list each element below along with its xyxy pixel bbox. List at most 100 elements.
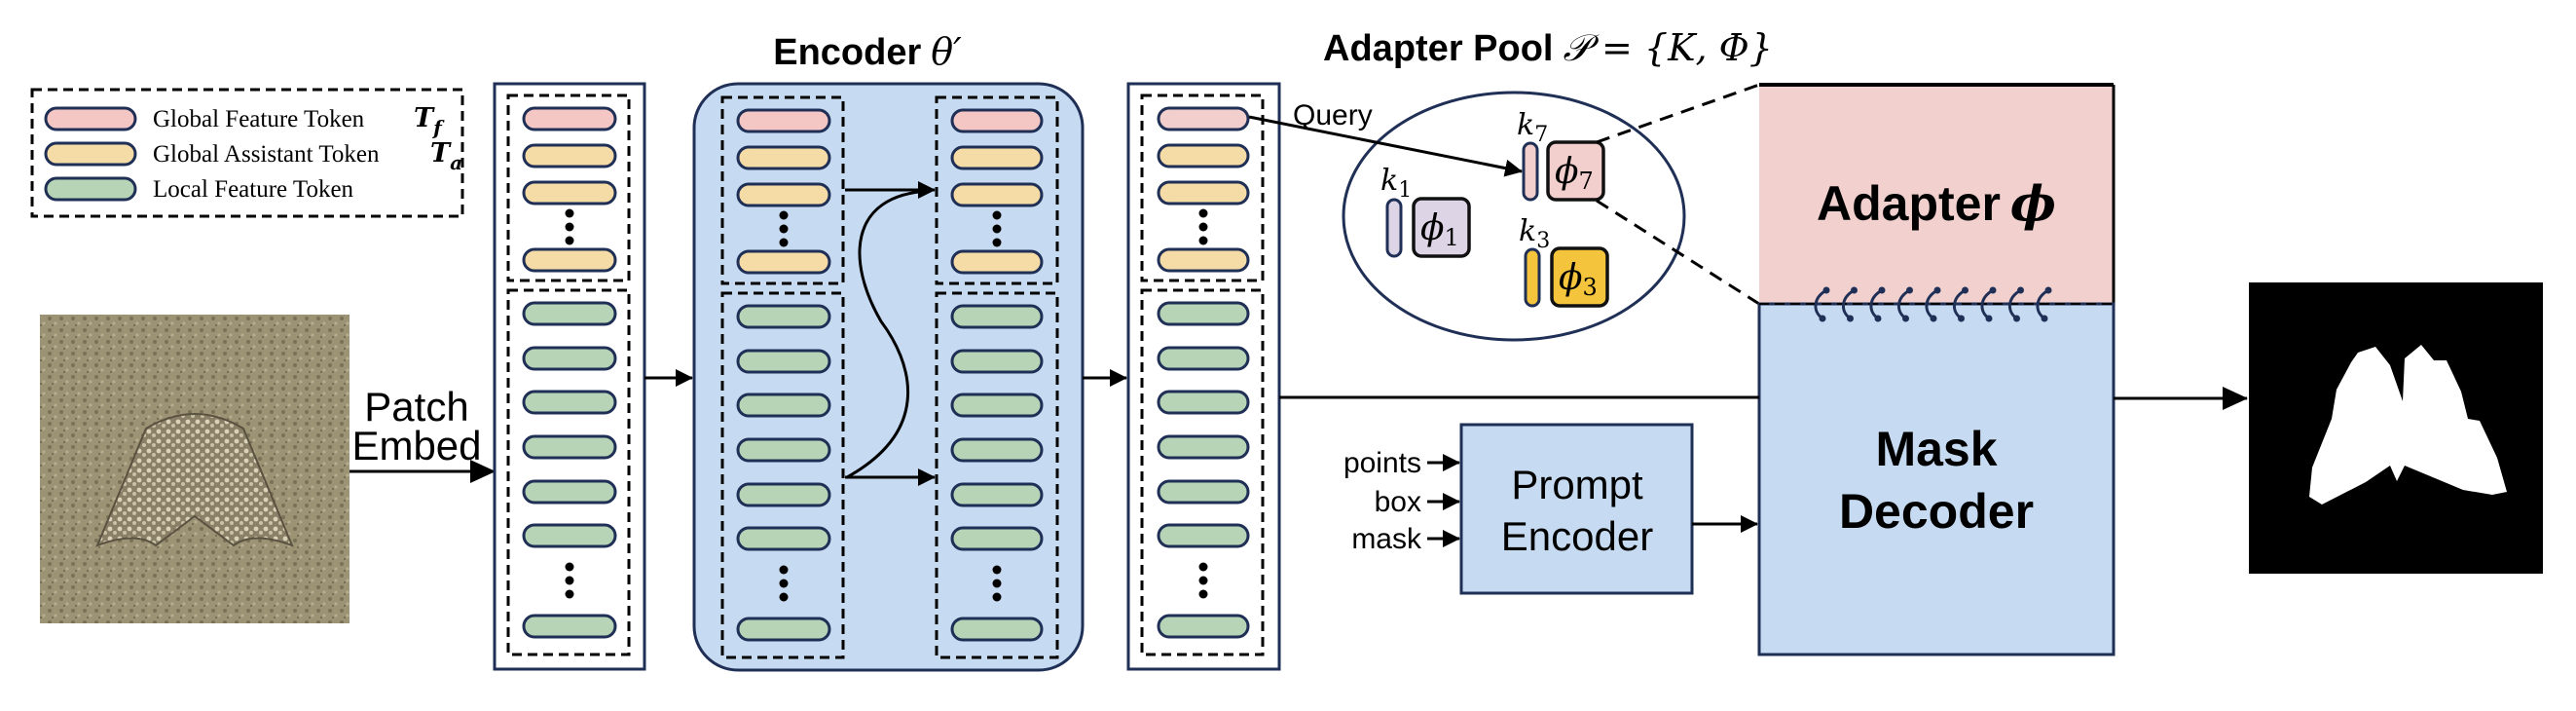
adapter-key-label: k1	[1380, 164, 1412, 203]
local-token-group	[1140, 288, 1265, 656]
adapter-param-label: ϕ1	[1420, 208, 1459, 251]
global-feature-token	[522, 106, 617, 131]
local-feature-token	[522, 301, 617, 326]
encoder-input-tokens	[720, 95, 845, 659]
input-image	[40, 315, 350, 623]
prompt-encoder-block	[1459, 423, 1694, 595]
zoom-line-bottom	[1596, 199, 1760, 306]
encoder-title-math: θ′	[931, 30, 962, 73]
zoom-line-top	[1596, 83, 1760, 144]
local-feature-token	[736, 304, 831, 329]
global-assistant-token	[1157, 143, 1250, 168]
local-feature-token	[522, 346, 617, 371]
ellipsis-dot	[1198, 236, 1208, 245]
prompt-input-label: mask	[1351, 523, 1422, 555]
ellipsis-dot	[779, 210, 789, 220]
local-feature-token	[950, 526, 1044, 551]
local-feature-token	[1157, 523, 1250, 548]
query-label: Query	[1293, 99, 1373, 131]
ellipsis-dot	[779, 579, 789, 588]
global-assistant-token	[736, 249, 831, 275]
local-feature-token	[950, 393, 1044, 418]
ellipsis-dot	[992, 210, 1002, 220]
ellipsis-dot	[565, 562, 574, 572]
legend-swatch	[44, 176, 137, 202]
local-feature-token	[950, 349, 1044, 374]
prompt-input-label: box	[1375, 486, 1421, 518]
local-feature-token	[1157, 301, 1250, 326]
adapter-key	[1524, 247, 1541, 308]
adapter-hook-icon	[1953, 286, 1969, 322]
legend-symbol: Ta	[430, 138, 462, 174]
adapter-key	[1522, 141, 1539, 202]
local-feature-token	[736, 393, 831, 418]
adapter-hook-icon	[2008, 286, 2024, 322]
global-assistant-token	[950, 182, 1044, 207]
adapter-params	[1550, 246, 1609, 308]
adapter-block	[1759, 85, 2114, 304]
ellipsis-dot	[992, 224, 1002, 234]
ellipsis-dot	[779, 224, 789, 234]
ellipsis-dot	[565, 236, 574, 245]
legend-label: Global Feature Token	[153, 106, 365, 132]
global-feature-token	[1157, 106, 1250, 131]
local-feature-token	[1157, 434, 1250, 460]
legend-symbol-subscript: a	[450, 151, 462, 174]
legend-symbol-subscript: f	[431, 116, 445, 139]
local-feature-token	[736, 526, 831, 551]
ellipsis-dot	[992, 592, 1002, 602]
local-feature-token	[522, 614, 617, 639]
adapter-param-label: ϕ3	[1559, 258, 1598, 301]
adapter-key-label: k7	[1517, 108, 1548, 147]
query-arrow	[1248, 115, 1523, 177]
local-feature-token	[1157, 346, 1250, 371]
ellipsis-dot	[992, 238, 1002, 247]
global-assistant-token	[736, 145, 831, 170]
adapter-letter: ϕ	[1559, 258, 1583, 298]
ellipsis-dot	[779, 565, 789, 575]
local-feature-token	[736, 437, 831, 463]
legend-border	[30, 88, 464, 218]
global-token-group	[506, 94, 631, 282]
adapter-params	[1546, 140, 1605, 202]
mask-decoder-label-line2: Decoder	[1839, 484, 2034, 539]
token-column-output	[1126, 82, 1281, 671]
ellipsis-dot	[565, 576, 574, 585]
global-assistant-token	[950, 249, 1044, 275]
global-assistant-token	[1157, 247, 1250, 273]
local-feature-token	[950, 482, 1044, 507]
ellipsis-dot	[1198, 589, 1208, 599]
token-column-input	[493, 82, 646, 671]
local-feature-token	[1157, 390, 1250, 415]
prompt-encoder-label-line1: Prompt	[1511, 462, 1643, 507]
encoder-output-tokens	[935, 95, 1059, 659]
adapter-hook-icon	[1869, 286, 1886, 322]
prompt-input-mask: mask	[1351, 523, 1460, 555]
adapter-params	[1412, 197, 1471, 258]
legend-symbol: Tf	[414, 103, 445, 139]
prompt-input-label: points	[1343, 447, 1421, 479]
adapter-hook-icon	[1925, 286, 1941, 322]
adapter-key-label: k3	[1519, 214, 1550, 253]
local-feature-token	[736, 482, 831, 507]
legend-item: Global Feature Token Tf	[44, 103, 445, 139]
encoder-block	[692, 82, 1085, 672]
global-assistant-token	[522, 143, 617, 168]
local-feature-token	[950, 437, 1044, 463]
adapter-pool-title-math: 𝒫 = {K, Φ}	[1564, 26, 1773, 69]
prompt-encoder-label-line2: Encoder	[1501, 513, 1653, 559]
ellipsis-dot	[1198, 208, 1208, 218]
adapter-subscript: 3	[1583, 274, 1598, 301]
local-feature-token	[522, 434, 617, 460]
local-token-group	[720, 291, 845, 659]
adapter-letter: ϕ	[1420, 208, 1445, 248]
key-letter: k	[1519, 214, 1536, 248]
key-subscript: 1	[1398, 178, 1412, 203]
global-assistant-token	[736, 182, 831, 207]
